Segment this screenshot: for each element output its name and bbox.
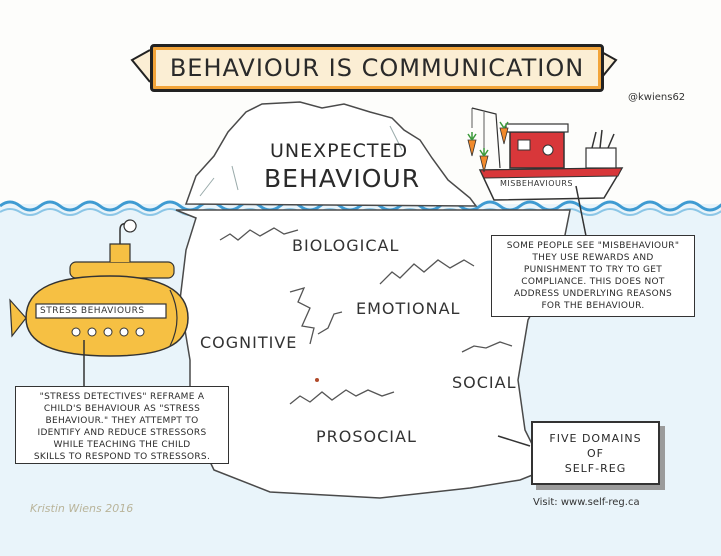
note-line: FOR THE BEHAVIOUR.: [498, 300, 688, 312]
note-line: SOME PEOPLE SEE "MISBEHAVIOUR": [498, 240, 688, 252]
note-line: SKILLS TO RESPOND TO STRESSORS.: [22, 451, 222, 463]
visit-link[interactable]: Visit: www.self-reg.ca: [533, 497, 640, 508]
note-line: PUNISHMENT TO TRY TO GET: [498, 264, 688, 276]
boat-label: MISBEHAVIOURS: [500, 179, 573, 188]
banner-tail-left: [132, 50, 150, 82]
note-line: COMPLIANCE. THIS DOES NOT: [498, 276, 688, 288]
note-line: CHILD'S BEHAVIOUR AS "STRESS: [22, 403, 222, 415]
domain-cognitive: COGNITIVE: [200, 333, 297, 352]
domain-social: SOCIAL: [452, 373, 517, 392]
note-line: IDENTIFY AND REDUCE STRESSORS: [22, 427, 222, 439]
note-line: WHILE TEACHING THE CHILD: [22, 439, 222, 451]
iceberg-speck: [315, 378, 319, 382]
note-line: THEY USE REWARDS AND: [498, 252, 688, 264]
stress-detectives-note: "STRESS DETECTIVES" REFRAME A CHILD'S BE…: [15, 386, 229, 464]
misbehaviour-note: SOME PEOPLE SEE "MISBEHAVIOUR" THEY USE …: [491, 235, 695, 317]
domain-emotional: EMOTIONAL: [356, 299, 460, 318]
self-reg-line3: SELF-REG: [565, 461, 626, 476]
iceberg-tip-title-line2: BEHAVIOUR: [264, 164, 420, 193]
domain-biological: BIOLOGICAL: [292, 236, 399, 255]
self-reg-line1: FIVE DOMAINS: [549, 431, 641, 446]
page-title: BEHAVIOUR IS COMMUNICATION: [170, 54, 584, 82]
note-line: "STRESS DETECTIVES" REFRAME A: [22, 391, 222, 403]
self-reg-line2: OF: [587, 446, 604, 461]
domain-prosocial: PROSOCIAL: [316, 427, 417, 446]
carrot-bait: [468, 108, 508, 172]
submarine-label: STRESS BEHAVIOURS: [40, 306, 145, 316]
iceberg-tip-title-line1: UNEXPECTED: [270, 140, 408, 162]
title-banner: BEHAVIOUR IS COMMUNICATION: [150, 44, 604, 92]
artist-signature: Kristin Wiens 2016: [30, 502, 133, 515]
self-reg-box: FIVE DOMAINS OF SELF-REG: [531, 421, 660, 485]
author-handle: @kwiens62: [628, 92, 685, 103]
note-line: BEHAVIOUR." THEY ATTEMPT TO: [22, 415, 222, 427]
note-line: ADDRESS UNDERLYING REASONS: [498, 288, 688, 300]
